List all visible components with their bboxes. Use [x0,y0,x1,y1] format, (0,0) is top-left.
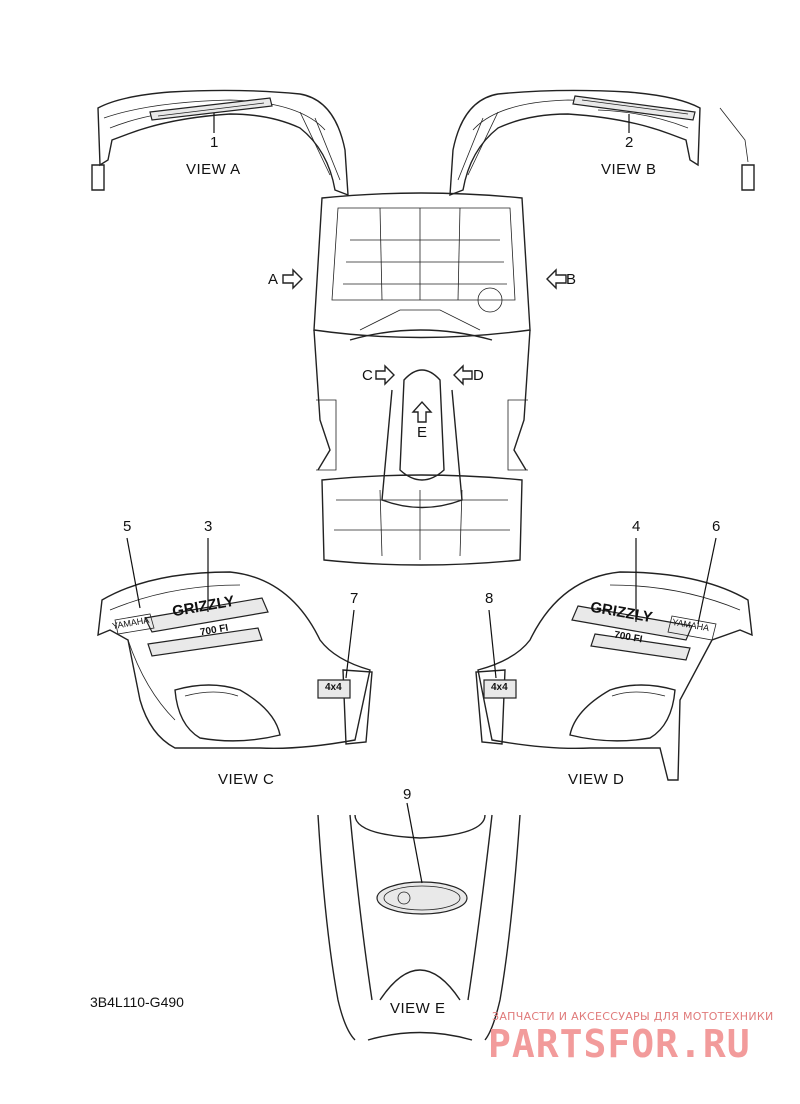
view-e-fender [317,814,521,1041]
view-c-panel [97,571,373,750]
callout-1: 1 [210,134,219,151]
view-direction-arrows [282,268,567,423]
view-b-label: VIEW B [601,161,657,178]
arrow-d-letter: D [473,367,485,384]
decal-drive-c: 4x4 [325,682,342,693]
view-c-label: VIEW C [218,771,275,788]
arrow-b-letter: B [566,271,577,288]
callout-3: 3 [204,518,213,535]
watermark-caption: ЗАПЧАСТИ И АКСЕССУАРЫ ДЛЯ МОТОТЕХНИКИ [492,1010,774,1023]
view-d-label: VIEW D [568,771,625,788]
leader-lines [126,113,717,884]
view-b-fender [449,89,755,197]
callout-2: 2 [625,134,634,151]
view-d-panel [475,571,753,781]
callout-5: 5 [123,518,132,535]
view-a-label: VIEW A [186,161,241,178]
arrow-b-shape [546,268,567,290]
view-e-label: VIEW E [390,1000,446,1017]
arrow-c-shape [375,364,395,386]
callout-4: 4 [632,518,641,535]
arrow-e-letter: E [417,424,428,441]
arrow-a-shape [282,268,303,290]
arrow-a-letter: A [268,271,279,288]
watermark-brand: PARTSFOR.RU [488,1022,751,1066]
callout-6: 6 [712,518,721,535]
atv-top-view [313,192,531,566]
callout-9: 9 [403,786,412,803]
callout-8: 8 [485,590,494,607]
view-a-fender [91,89,349,197]
arrow-d-shape [453,364,473,386]
diagram-code: 3B4L110-G490 [90,994,184,1010]
arrow-c-letter: C [362,367,374,384]
callout-7: 7 [350,590,359,607]
arrow-e-shape [411,400,433,423]
decal-drive-d: 4x4 [491,682,508,693]
